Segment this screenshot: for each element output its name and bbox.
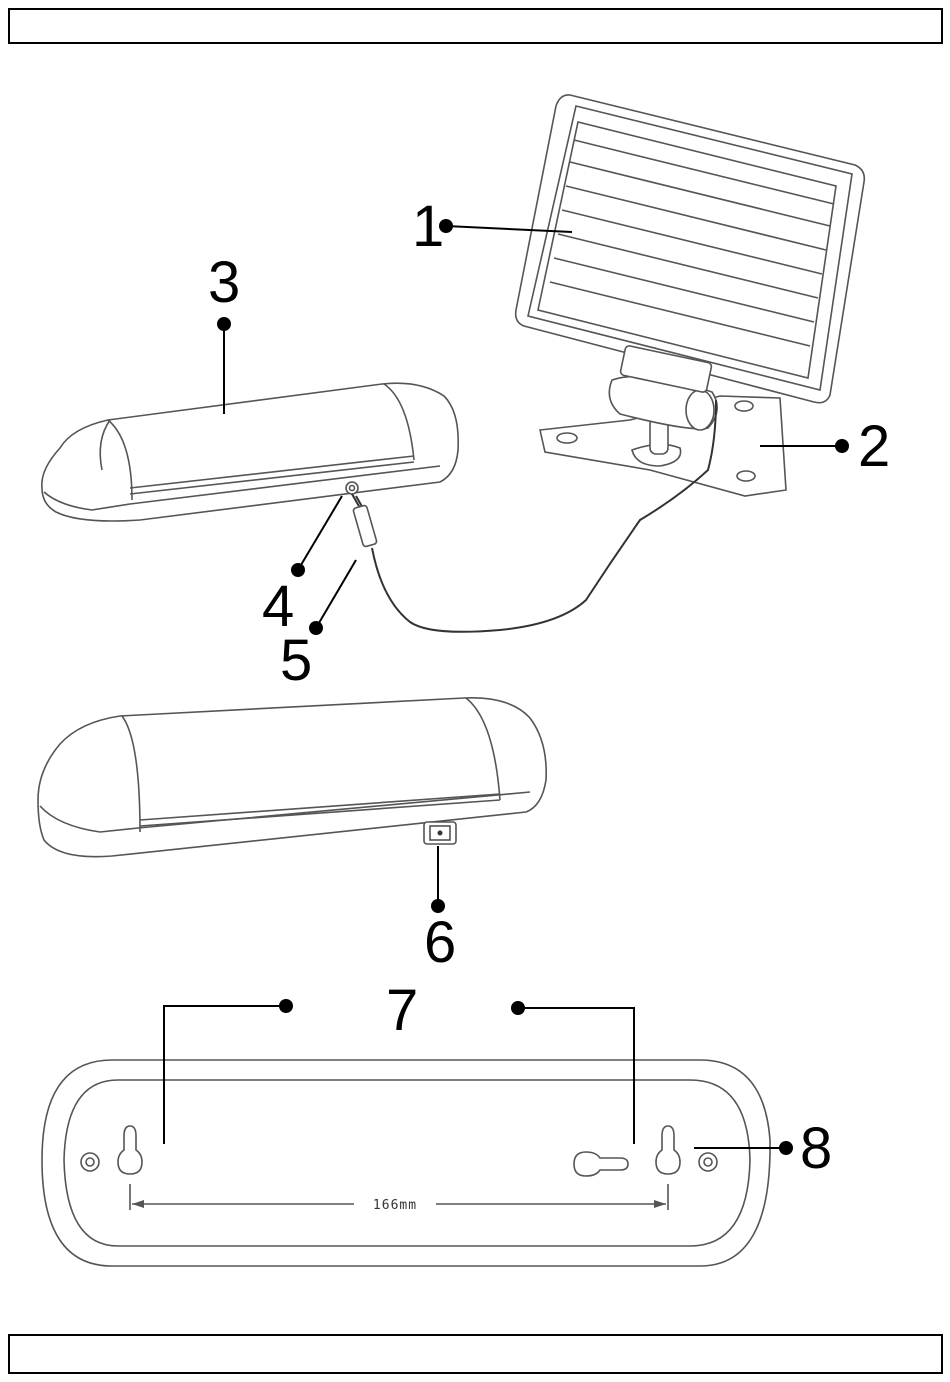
svg-text:6: 6 [424, 910, 456, 975]
svg-text:3: 3 [208, 250, 240, 315]
lamp-unit-switch-view [38, 698, 546, 857]
svg-text:5: 5 [280, 628, 312, 693]
solar-panel [516, 95, 865, 403]
svg-text:2: 2 [858, 414, 890, 479]
on-off-switch-icon [424, 822, 456, 844]
lamp-unit-top [42, 383, 458, 547]
dimension-label: 166mm [373, 1198, 417, 1213]
callout-3: 3 [208, 250, 240, 414]
svg-text:8: 8 [800, 1116, 832, 1181]
svg-text:1: 1 [412, 194, 444, 259]
back-plate: 166mm [42, 1060, 770, 1266]
mounting-hole-left [81, 1153, 99, 1171]
mounting-hole-right [699, 1153, 717, 1171]
callout-4: 4 [262, 496, 342, 639]
callout-6: 6 [424, 846, 456, 975]
svg-text:7: 7 [386, 978, 418, 1043]
connector-plug [352, 494, 377, 547]
